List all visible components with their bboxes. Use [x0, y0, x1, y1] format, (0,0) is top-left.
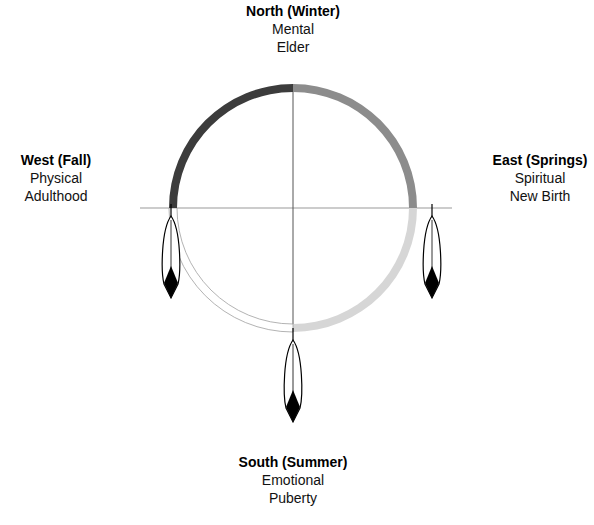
- ring-east-quarter: [293, 84, 417, 208]
- ring-north-west-quarter: [169, 84, 293, 208]
- feather-tip: [164, 266, 178, 298]
- feather-tip: [425, 266, 439, 298]
- direction-heading: South (Summer): [239, 454, 348, 471]
- horizontal-axis: [140, 207, 452, 208]
- feather-body: [284, 340, 301, 422]
- feather: [162, 204, 179, 298]
- direction-attribute: Spiritual: [515, 170, 566, 187]
- direction-attribute: Adulthood: [24, 188, 87, 205]
- direction-heading: East (Springs): [493, 152, 588, 169]
- direction-heading: West (Fall): [21, 152, 92, 169]
- vertical-axis: [293, 84, 294, 332]
- feather: [284, 328, 301, 422]
- direction-attribute: Mental: [272, 21, 314, 38]
- feather-tip: [286, 390, 300, 422]
- direction-attribute: New Birth: [510, 188, 571, 205]
- feather-body: [423, 216, 440, 298]
- feather-quill: [171, 220, 172, 270]
- direction-attribute: Puberty: [269, 490, 317, 507]
- feather-quill: [293, 344, 294, 394]
- feather: [423, 204, 440, 298]
- feather-quill: [432, 220, 433, 270]
- wheel-ring: [169, 84, 417, 332]
- ring-south-west-quarter: [169, 208, 293, 332]
- direction-attribute: Physical: [30, 170, 82, 187]
- feather-body: [162, 216, 179, 298]
- feathers: [162, 204, 440, 422]
- direction-heading: North (Winter): [246, 3, 340, 20]
- ring-south-east-quarter: [293, 208, 417, 332]
- direction-attribute: Elder: [277, 39, 310, 56]
- direction-attribute: Emotional: [262, 472, 324, 489]
